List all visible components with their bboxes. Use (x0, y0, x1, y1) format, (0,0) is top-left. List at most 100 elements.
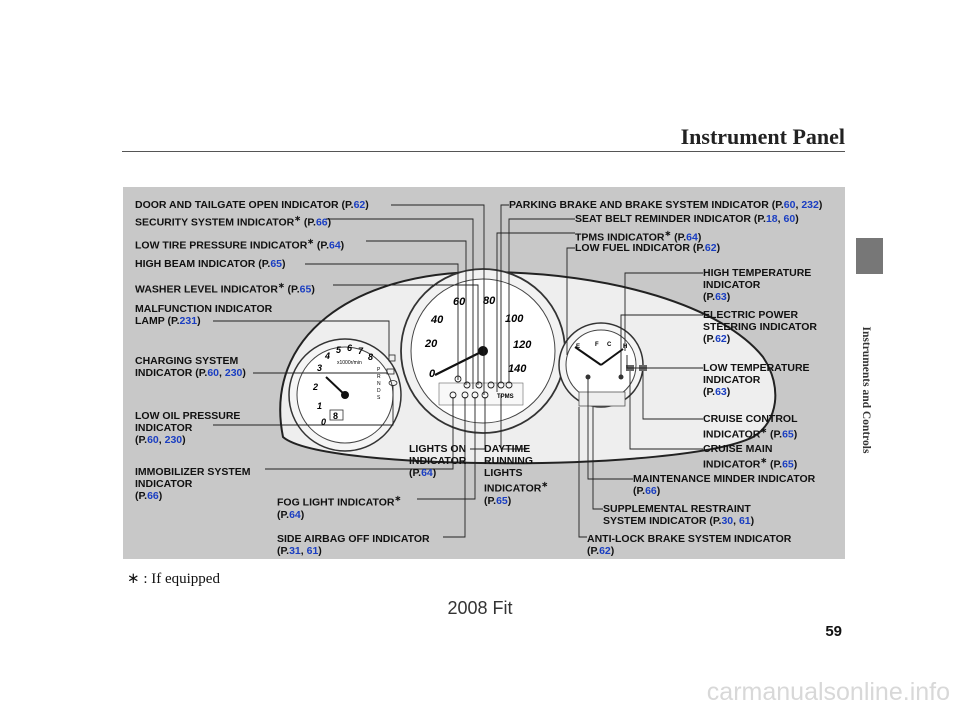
eps-icon (618, 374, 624, 380)
callout-close: ) (793, 428, 798, 441)
page-ref-link[interactable]: 31 (289, 545, 301, 557)
page-ref-link[interactable]: 64 (686, 231, 698, 244)
callout-close: ) (300, 508, 305, 521)
callout-close: ) (795, 213, 799, 225)
callout-line: CHARGING SYSTEM (135, 355, 239, 367)
callout-line: MAINTENANCE MINDER INDICATOR (633, 473, 816, 485)
page-ref-link[interactable]: 18 (765, 213, 778, 225)
title-rule (122, 151, 845, 152)
tach-num-5: 5 (336, 345, 342, 355)
page-ref-link[interactable]: 65 (270, 258, 283, 270)
tach-num-2: 2 (312, 382, 318, 392)
section-tab (856, 238, 883, 274)
page-title: Instrument Panel (680, 124, 845, 149)
leader-low-tire (366, 240, 467, 385)
page-ref-link[interactable]: 64 (421, 467, 433, 479)
callout-line: SIDE AIRBAG OFF INDICATOR (277, 533, 430, 545)
page-ref-link[interactable]: 65 (782, 458, 794, 471)
callout-label: MAINTENANCE MINDER INDICATOR(P.66) (633, 473, 815, 497)
instrument-cluster-drawing: x1000r/min 0 1 2 3 4 5 6 7 8 8 P R N D S… (213, 204, 777, 538)
callout-label: TPMS INDICATOR∗ (P.64) (575, 228, 701, 244)
leader-high-temp (624, 272, 703, 351)
page-ref-link[interactable]: 65 (496, 494, 508, 507)
callout-line: WASHER LEVEL INDICATOR (135, 283, 278, 296)
tach-needle (325, 376, 346, 396)
tach-num-0: 0 (321, 417, 326, 427)
page-ref-link[interactable]: 30 (721, 515, 734, 527)
callout-label: ANTI-LOCK BRAKE SYSTEM INDICATOR(P.62) (587, 533, 791, 557)
tach-num-3: 3 (317, 363, 322, 373)
page-ref-link[interactable]: 230 (164, 434, 183, 446)
callout-close: ) (507, 494, 512, 507)
speed-num-140: 140 (508, 363, 527, 375)
page-ref-link[interactable]: 230 (224, 367, 243, 379)
callout-tail: (P. (767, 458, 783, 471)
page-ref-link[interactable]: 62 (599, 545, 611, 557)
tach-num-4: 4 (324, 351, 330, 361)
page-ref-link[interactable]: 232 (801, 199, 819, 211)
temp-needle (600, 348, 624, 366)
leader-side-airbag (443, 397, 466, 538)
leader-security (326, 218, 474, 389)
page-ref-link[interactable]: 60 (783, 213, 796, 225)
callout-close: ) (340, 239, 345, 252)
callout-line: CRUISE MAIN (703, 443, 773, 455)
callout-line: ANTI-LOCK BRAKE SYSTEM INDICATOR (587, 533, 792, 545)
page-ref-link[interactable]: 62 (704, 242, 717, 254)
page-ref-link[interactable]: 63 (715, 291, 727, 303)
page-ref-link[interactable]: 60 (783, 199, 796, 211)
page-ref-link[interactable]: 61 (306, 545, 319, 557)
callout-line: DOOR AND TAILGATE OPEN INDICATOR (P. (135, 199, 354, 211)
if-equipped-mark: ∗ (277, 281, 285, 290)
instrument-panel-figure: x1000r/min 0 1 2 3 4 5 6 7 8 8 P R N D S… (123, 187, 845, 559)
page-ref-link[interactable]: 63 (715, 386, 727, 398)
callout-close: ) (818, 199, 823, 211)
page-ref-link[interactable]: 66 (147, 490, 159, 502)
callout-line: (P. (587, 545, 600, 557)
page-ref-link[interactable]: 64 (328, 239, 341, 252)
callout-close: ) (242, 367, 246, 379)
speed-num-120: 120 (513, 339, 532, 351)
page-ref-link[interactable]: 60 (147, 434, 159, 446)
callout-line: HIGH BEAM INDICATOR (P. (135, 258, 271, 270)
page-ref-link[interactable]: 62 (353, 199, 366, 211)
tach-hub (341, 391, 349, 399)
gear-p: P (377, 367, 381, 373)
speed-num-60: 60 (453, 296, 466, 308)
leader-tpms (496, 232, 575, 392)
page-ref-link[interactable]: 65 (299, 283, 312, 296)
callout-line: DAYTIME (484, 443, 531, 455)
temp-c: C (607, 342, 612, 348)
callout-tail: (P. (767, 428, 783, 441)
charging-icon (386, 368, 395, 375)
page-ref-link[interactable]: 231 (179, 315, 198, 327)
callout-close: ) (197, 315, 201, 327)
page-ref-link[interactable]: 62 (715, 333, 727, 345)
callout-line: MALFUNCTION INDICATOR (135, 303, 273, 315)
callout-line: FOG LIGHT INDICATOR (277, 496, 395, 509)
page-ref-link[interactable]: 60 (207, 367, 220, 379)
callout-line: INDICATOR (135, 422, 193, 434)
callout-close: ) (327, 216, 332, 229)
callout-close: ) (793, 458, 798, 471)
callout-line: (P. (135, 490, 148, 502)
page-ref-link[interactable]: 61 (738, 515, 751, 527)
leader-eps (620, 314, 703, 375)
leader-low-fuel (566, 247, 575, 355)
speed-num-40: 40 (430, 314, 444, 326)
callout-line: INDICATOR (484, 482, 542, 495)
page-ref-link[interactable]: 65 (782, 428, 794, 441)
fuel-e: E (576, 344, 580, 350)
callout-line: SYSTEM INDICATOR (P. (603, 515, 722, 527)
page-ref-link[interactable]: 64 (289, 508, 301, 521)
callout-line: PARKING BRAKE AND BRAKE SYSTEM INDICATOR… (509, 199, 784, 211)
page-ref-link[interactable]: 66 (645, 485, 657, 497)
fuel-needle (574, 346, 602, 366)
page-ref-link[interactable]: 66 (315, 216, 328, 229)
callout-line: INDICATOR (703, 374, 761, 386)
speed-num-20: 20 (424, 338, 438, 350)
callout-line: RUNNING (484, 455, 533, 467)
leader-cruise-main (629, 371, 703, 450)
